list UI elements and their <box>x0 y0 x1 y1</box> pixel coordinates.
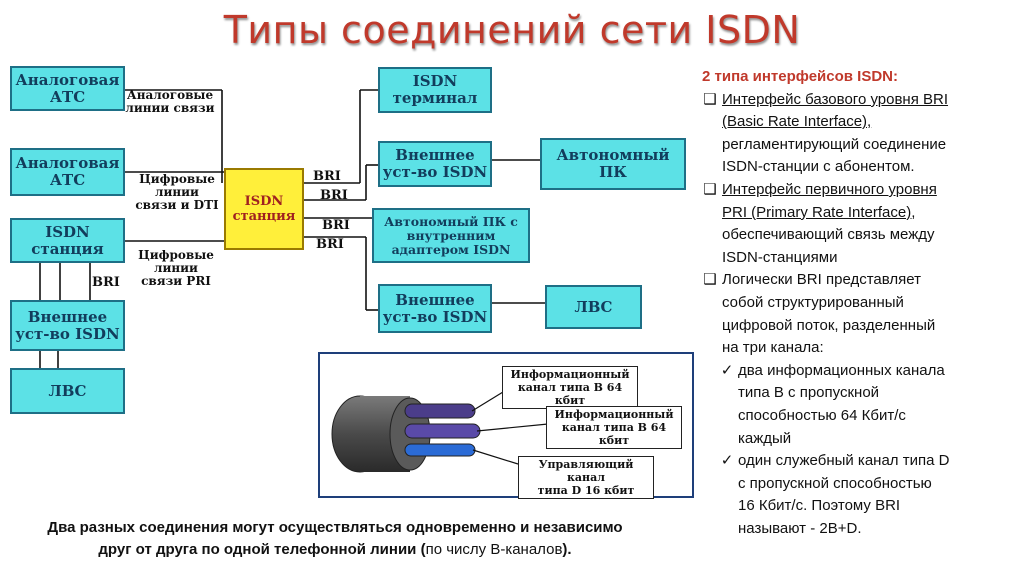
bri-label-4: BRI <box>316 237 344 252</box>
bullet3-line1: Логически BRI представляет <box>722 271 921 289</box>
footer-line2-end: ). <box>562 541 572 558</box>
footer-note: Два разных соединения могут осуществлять… <box>10 517 660 561</box>
check2-line4: называют - 2B+D. <box>738 519 862 537</box>
check1-line1: два информационных канала <box>738 361 945 379</box>
ext-device-box-1: Внешнее уст-во ISDN <box>378 141 492 187</box>
digital-lines-pri-label: Цифровые линии связи PRI <box>138 248 214 288</box>
check1-line3: способностью 64 Кбит/с <box>738 406 906 424</box>
bullet-bri-logic: ❑ Логически BRI представляет собой струк… <box>698 269 1020 359</box>
channel-b2-tag: Информационный канал типа В 64 кбит <box>546 406 682 449</box>
bullet1-line4: ISDN-станции с абонентом. <box>722 158 915 176</box>
checkbox-bullet-icon: ❑ <box>703 180 717 198</box>
check1-line2: типа B с пропускной <box>738 384 880 402</box>
bullet1-line2: (Basic Rate Interface), <box>722 113 872 131</box>
interfaces-text-panel: 2 типа интерфейсов ISDN: ❑ Интерфейс баз… <box>698 66 1020 540</box>
bri-label-3: BRI <box>322 218 350 233</box>
bullet2-line3: обеспечивающий связь между <box>722 226 935 244</box>
bullet1-line3: регламентирующий соединение <box>722 135 947 153</box>
isdn-station-left-box: ISDN станция <box>10 218 125 263</box>
footer-line2-bold: друг от друга по одной телефонной линии … <box>98 541 426 558</box>
checkmark-icon: ✓ <box>720 361 734 379</box>
cable-illustration: Информационный канал типа В 64 кбит Инфо… <box>318 352 694 499</box>
bullet2-line1: Интерфейс первичного уровня <box>722 180 937 198</box>
analog-ats-box-2: Аналоговая АТС <box>10 148 125 196</box>
lan-right-box: ЛВС <box>545 285 642 329</box>
ext-device-box-2: Внешнее уст-во ISDN <box>378 284 492 333</box>
footer-line2: друг от друга по одной телефонной линии … <box>10 539 660 561</box>
check-d-channel: ✓ один служебный канал типа D с пропускн… <box>698 450 1020 540</box>
bullet3-line4: на три канала: <box>722 339 824 357</box>
check1-line4: каждый <box>738 429 792 447</box>
analog-ats-box-1: Аналоговая АТС <box>10 66 125 111</box>
digital-lines-dti-label: Цифровые линии связи и DTI <box>135 172 219 212</box>
page-title: Типы соединений сети ISDN <box>223 8 801 52</box>
bullet3-line3: цифровой поток, разделенный <box>722 316 936 334</box>
bri-label-1: BRI <box>313 169 341 184</box>
cable-drawing <box>331 391 549 473</box>
checkbox-bullet-icon: ❑ <box>703 90 717 108</box>
ext-device-left-box: Внешнее уст-во ISDN <box>10 300 125 351</box>
isdn-station-center-box: ISDN станция <box>224 168 304 250</box>
footer-line1: Два разных соединения могут осуществлять… <box>47 519 623 536</box>
channel-b1-tag: Информационный канал типа В 64 кбит <box>502 366 638 409</box>
bri-left-label: BRI <box>92 275 120 290</box>
channel-d-tag: Управляющий канал типа D 16 кбит <box>518 456 654 499</box>
check2-line3: 16 Кбит/с. Поэтому BRI <box>738 497 901 515</box>
lan-left-box: ЛВС <box>10 368 125 414</box>
bullet-bri: ❑ Интерфейс базового уровня BRI (Basic R… <box>698 89 1020 179</box>
autonomous-pc-adapter-box: Автономный ПК с внутренним адаптером ISD… <box>372 208 530 263</box>
bullet3-line2: собой структурированный <box>722 293 904 311</box>
bullet1-line1: Интерфейс базового уровня BRI <box>722 90 949 108</box>
checkbox-bullet-icon: ❑ <box>703 271 717 289</box>
check2-line1: один служебный канал типа D <box>738 452 950 470</box>
check-b-channels: ✓ два информационных канала типа B с про… <box>698 360 1020 450</box>
bullet2-line4: ISDN-станциями <box>722 248 838 266</box>
interfaces-heading: 2 типа интерфейсов ISDN: <box>702 68 898 85</box>
check2-line2: с пропускной способностью <box>738 474 932 492</box>
bullet2-line2: PRI (Primary Rate Interface), <box>722 203 916 221</box>
analog-lines-label: Аналоговые линии связи <box>125 88 215 115</box>
autonomous-pc-box: Автономный ПК <box>540 138 686 190</box>
isdn-terminal-box: ISDN терминал <box>378 67 492 113</box>
bri-label-2: BRI <box>320 188 348 203</box>
bullet-pri: ❑ Интерфейс первичного уровня PRI (Prima… <box>698 179 1020 269</box>
footer-line2-normal: по числу B-каналов <box>425 541 563 558</box>
checkmark-icon: ✓ <box>720 452 734 470</box>
